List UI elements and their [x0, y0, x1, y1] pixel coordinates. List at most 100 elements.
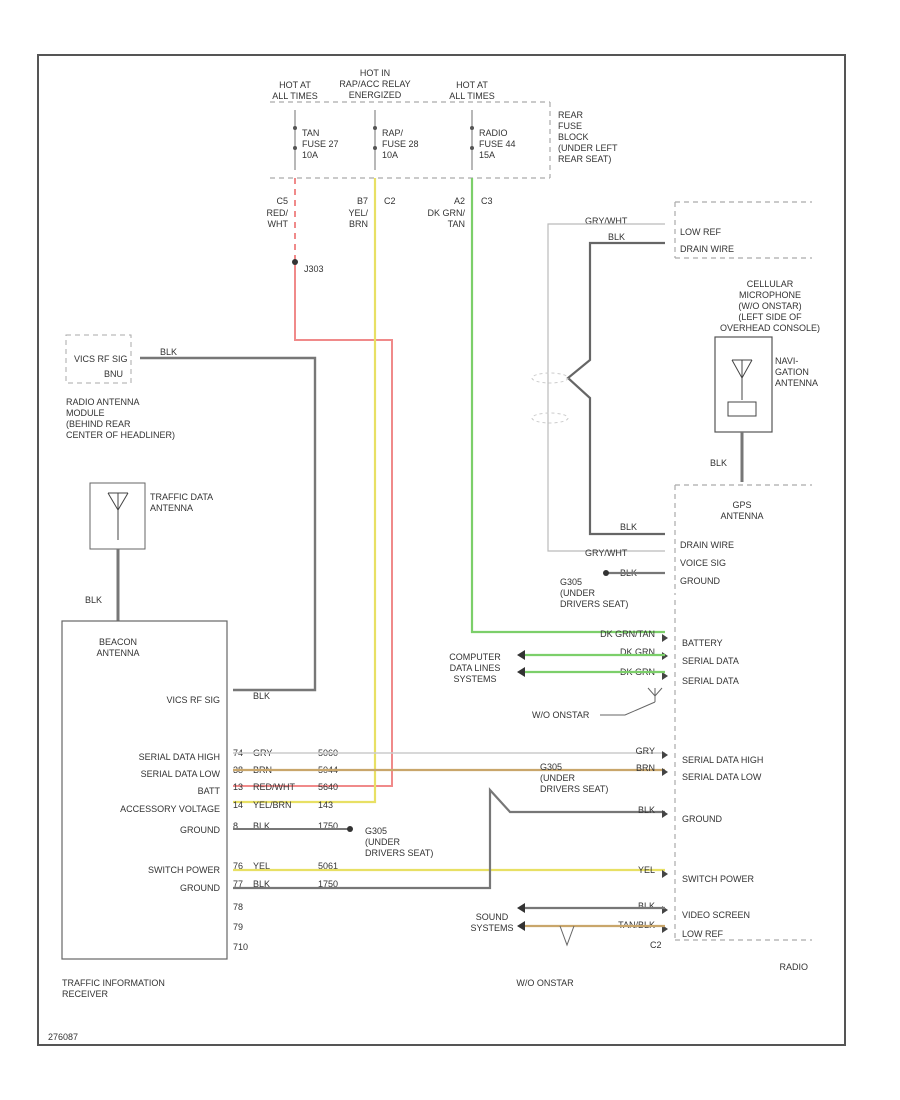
wire-dk-green-tan [470, 178, 665, 634]
traffic-receiver-pin-circuit: 1750 [318, 821, 338, 831]
traffic-receiver-pin-circuit: 5061 [318, 861, 338, 871]
traffic-receiver-extra-pin-78: 78 [233, 902, 243, 912]
radio-pin-name: SERIAL DATA [682, 656, 739, 666]
wire-vics-rf-sig [140, 356, 317, 692]
gps-antenna-pin-drain: DRAIN WIRE [680, 540, 734, 550]
fuse-44-connector-2: C3 [481, 196, 493, 206]
fuse-44-wire-color: DK GRN/TAN [427, 208, 465, 229]
wo-onstar-label-1: W/O ONSTAR [532, 710, 590, 720]
traffic-receiver-extra-pin-710: 710 [233, 942, 248, 952]
wire-red-white [233, 178, 393, 787]
fuse-27-connector: C5 [276, 196, 288, 206]
wire-drain-loop [566, 241, 665, 536]
gps-antenna-pin-ground: GROUND [680, 576, 720, 586]
wo-onstar-label-2: W/O ONSTAR [516, 978, 574, 988]
traffic-receiver-pin-wire-color: BLK [253, 691, 270, 701]
shield-marker-1 [531, 372, 569, 384]
traffic-receiver-pin-name: SWITCH POWER [148, 865, 220, 875]
wire-low-ref-loop [547, 223, 665, 552]
fuse-28-connector-2: C2 [384, 196, 396, 206]
radio-antenna-module-frame [65, 334, 132, 384]
radio-frame [674, 600, 812, 941]
radio-pin-name: SWITCH POWER [682, 874, 754, 884]
radio-pin-name: LOW REF [682, 929, 724, 939]
traffic-receiver-pin-name: VICS RF SIG [166, 695, 220, 705]
radio-pin-wire-color: GRY [636, 746, 655, 756]
traffic-receiver-pin-wire-color: BLK [253, 821, 270, 831]
cellular-microphone-pin-drain: DRAIN WIRE [680, 244, 734, 254]
radio-pin-wire-color: YEL [638, 865, 655, 875]
fuse-27-wire-color: RED/WHT [266, 208, 288, 229]
radio-pin-wire-color: BLK [638, 805, 655, 815]
gps-antenna-wire-2: GRY/WHT [585, 548, 628, 558]
radio-pin-terminal [662, 751, 668, 759]
traffic-receiver-pin-wire-color: YEL/BRN [253, 800, 292, 810]
traffic-receiver-pin-name: SERIAL DATA LOW [141, 769, 221, 779]
shield-marker-2 [531, 412, 569, 424]
gps-antenna-wire-1: BLK [620, 522, 637, 532]
traffic-receiver-pin-name: BATT [198, 786, 221, 796]
radio-pin-terminal [662, 810, 668, 818]
radio-pin-terminal [662, 870, 668, 878]
traffic-data-antenna-wire-color: BLK [85, 595, 102, 605]
traffic-information-receiver-box [61, 620, 228, 960]
traffic-receiver-extra-pin-79: 79 [233, 922, 243, 932]
radio-pin-name: BATTERY [682, 638, 723, 648]
traffic-receiver-pin-circuit: 5640 [318, 782, 338, 792]
navigation-antenna-box [714, 336, 773, 433]
fuse-28-wire-color: YEL/BRN [348, 208, 368, 229]
radio-pin-name: SERIAL DATA [682, 676, 739, 686]
diagram-border [37, 54, 846, 1046]
wo-onstar-antenna [600, 687, 663, 716]
traffic-receiver-pin-name: ACCESSORY VOLTAGE [120, 804, 220, 814]
radio-pin-terminal [662, 634, 668, 642]
navigation-antenna-icon [727, 359, 757, 417]
traffic-receiver-pin-wire-color: RED/WHT [253, 782, 295, 792]
gps-antenna-pin-voice: VOICE SIG [680, 558, 726, 568]
radio-pin-wire-color: BRN [636, 763, 655, 773]
wire-receiver-ground [233, 787, 665, 890]
radio-pins: BATTERY DK GRN/TAN SERIAL DATA DK GRN SERIAL… [600, 629, 763, 939]
radio-label: RADIO [779, 962, 808, 972]
radio-pin-name: VIDEO SCREEN [682, 910, 750, 920]
cellular-microphone-frame [674, 201, 812, 259]
radio-pin-wire-color: DK GRN/TAN [600, 629, 655, 639]
gps-antenna-frame [674, 484, 812, 595]
radio-pin-terminal [662, 672, 668, 680]
traffic-receiver-pin-number: 14 [233, 800, 243, 810]
splice-j303-label: J303 [304, 264, 324, 274]
radio-antenna-module-pin-vics: VICS RF SIG [74, 354, 128, 364]
navigation-antenna-wire-color: BLK [710, 458, 727, 468]
traffic-receiver-pin-circuit: 1750 [318, 879, 338, 889]
traffic-receiver-pin-name: GROUND [180, 883, 220, 893]
cellular-microphone-wire-1: GRY/WHT [585, 216, 628, 226]
radio-connector: C2 [650, 940, 662, 950]
page-id: 276087 [48, 1032, 78, 1042]
ground-g305-a [233, 826, 353, 832]
radio-pin-name: SERIAL DATA HIGH [682, 755, 763, 765]
fuse-44-connector: A2 [454, 196, 465, 206]
radio-pin-wire-color: DK GRN [620, 647, 655, 657]
traffic-receiver-pin-number: 77 [233, 879, 243, 889]
